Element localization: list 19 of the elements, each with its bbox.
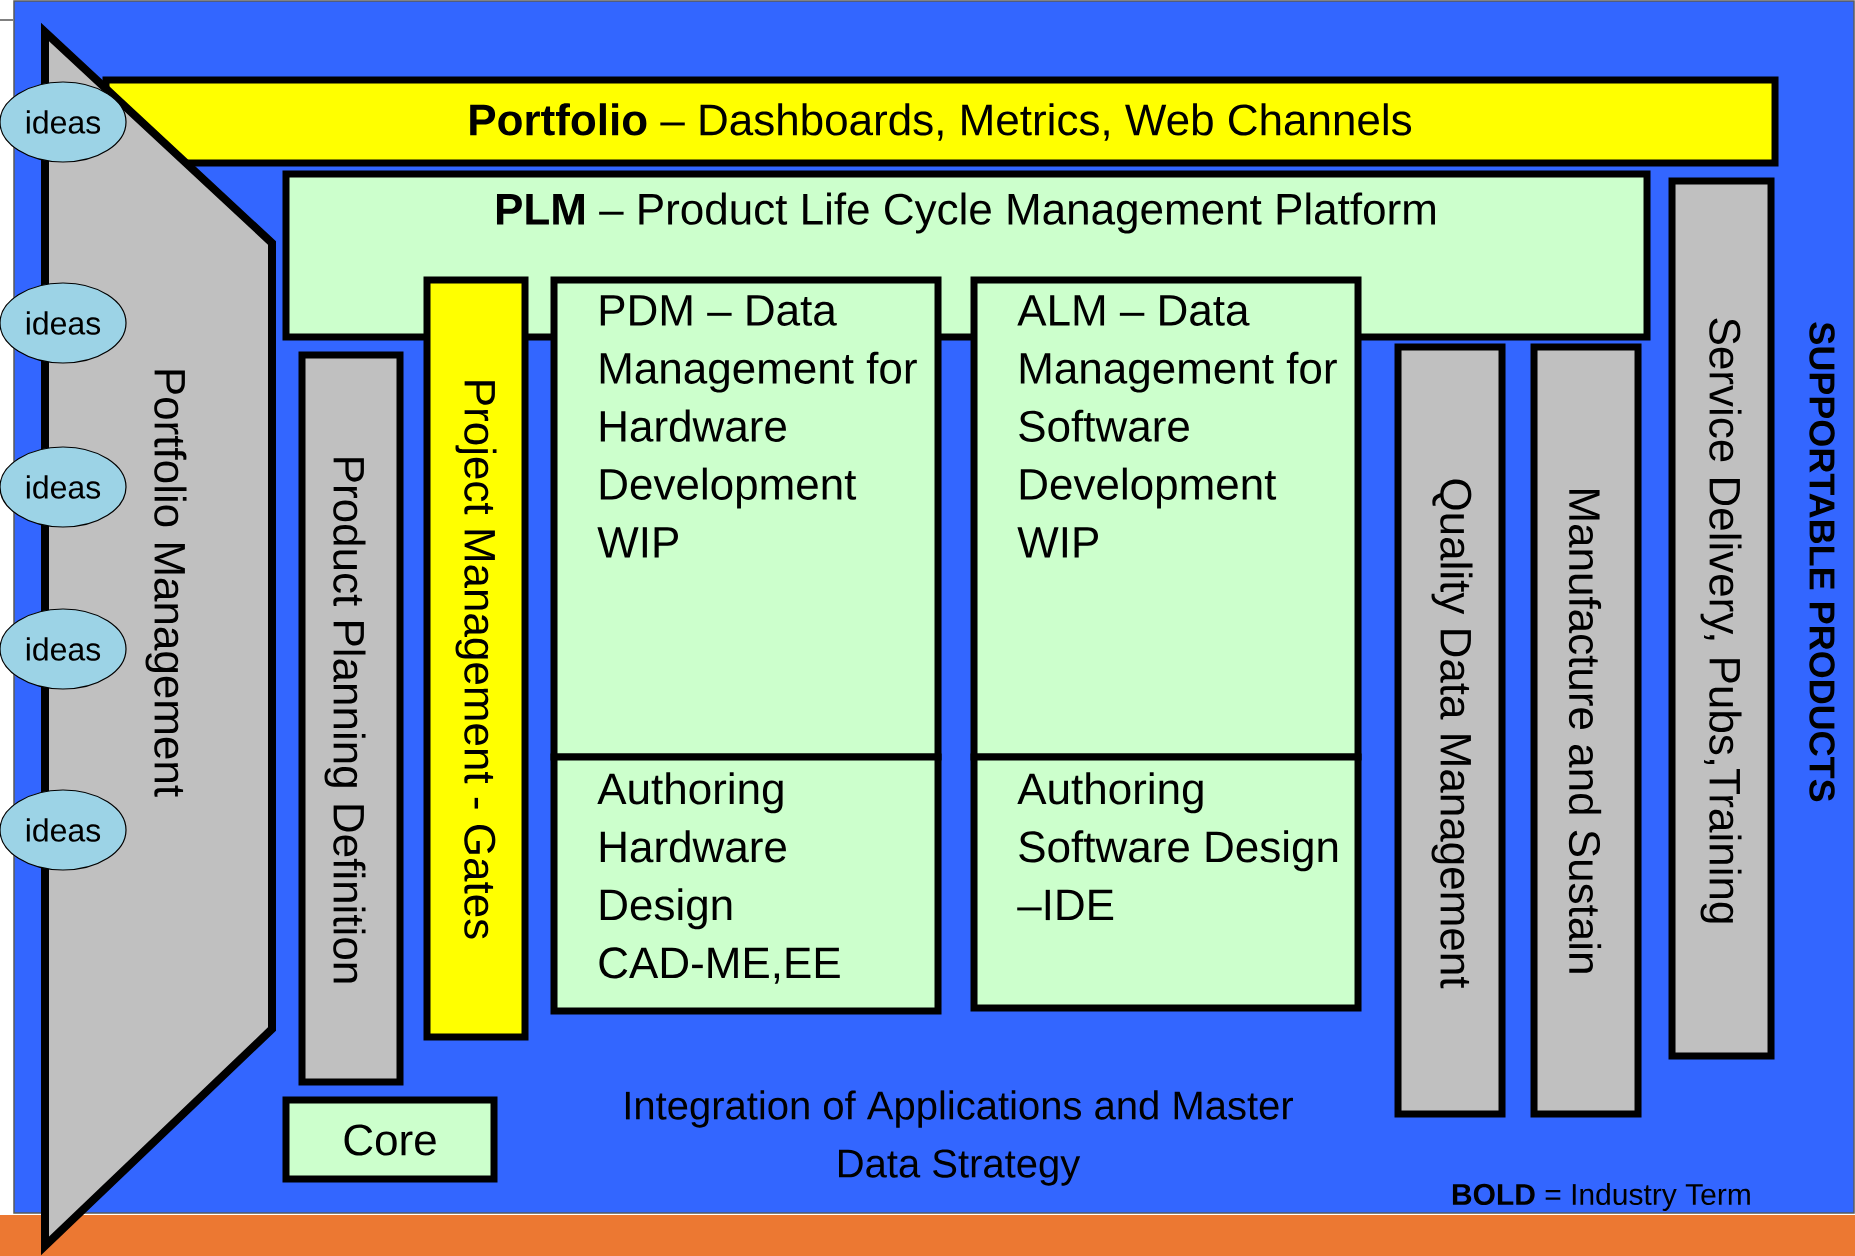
module-box: Authoring Software Design –IDE: [970, 753, 1362, 1012]
idea-bubble: ideas: [0, 81, 127, 163]
column-box: Service Delivery, Pubs,Training: [1668, 177, 1775, 1060]
legend-note: BOLD = Industry Term: [1452, 1183, 1750, 1211]
module-box: Authoring Hardware Design CAD-ME,EE: [550, 753, 942, 1015]
caption-text: Integration of Applications and Master Data Strategy: [625, 1090, 1293, 1186]
core-box: Core: [282, 1096, 498, 1183]
idea-bubble: ideas: [0, 608, 127, 690]
idea-bubble: ideas: [0, 789, 127, 871]
idea-bubble: ideas: [0, 446, 127, 528]
column-box: Manufacture and Sustain: [1530, 343, 1642, 1118]
column-box: Quality Data Management: [1394, 343, 1506, 1118]
column-box: Product Planning Definition: [298, 351, 404, 1086]
column-box: Project Management - Gates: [423, 276, 529, 1041]
banner: Portfolio – Dashboards, Metrics, Web Channels: [102, 76, 1779, 167]
module-box: ALM – Data Management for Software Development WIP: [970, 276, 1362, 761]
module-box: PDM – Data Management for Hardware Development WIP: [550, 276, 942, 761]
idea-bubble: ideas: [0, 282, 127, 364]
vertical-heading: SUPPORTABLE PRODUCTS: [1809, 322, 1835, 802]
